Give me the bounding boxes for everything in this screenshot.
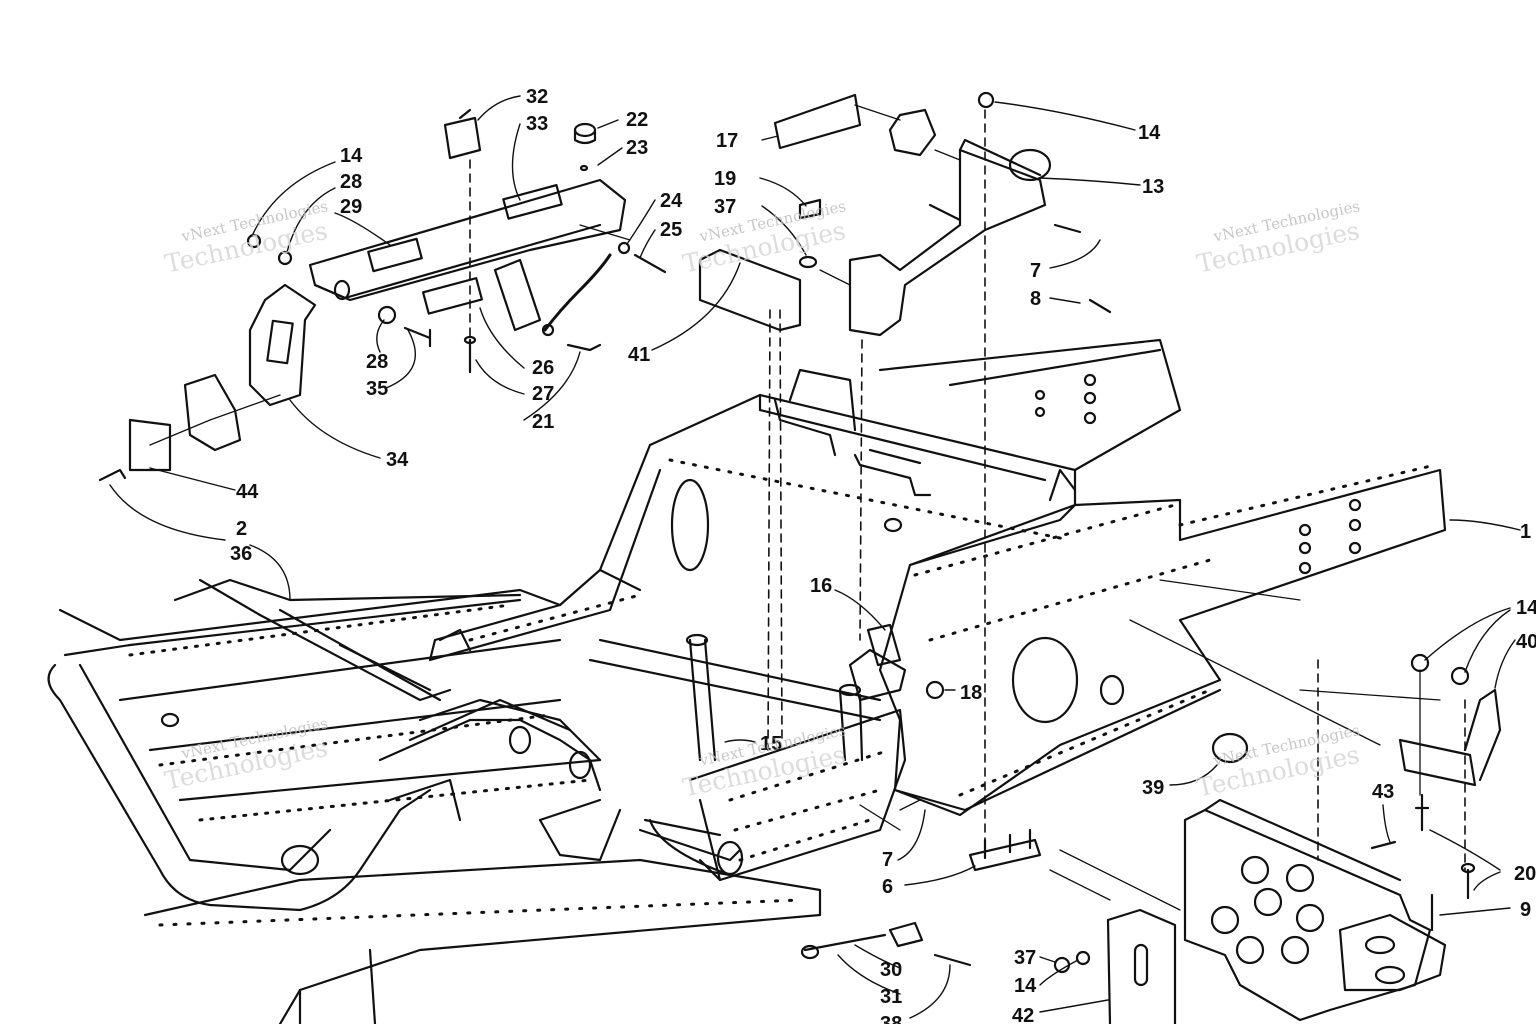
callout-42: 42 (1012, 1005, 1034, 1024)
callout-6: 6 (882, 876, 893, 898)
belly-pan-rivets (158, 898, 802, 927)
assembly-dashed-lines (469, 109, 1466, 871)
callout-37: 37 (714, 196, 736, 218)
callout-30: 30 (880, 959, 902, 981)
callout-35: 35 (366, 378, 388, 400)
foot-support-assembly (1053, 653, 1502, 1024)
bracket-16 (848, 623, 945, 702)
callout-33: 33 (526, 113, 548, 135)
callout-16: 16 (810, 575, 832, 597)
tube-lower (648, 818, 732, 877)
front-panel-dots (728, 748, 892, 862)
steering-support-assembly (698, 91, 1052, 337)
steering-post (438, 628, 882, 762)
callout-41: 41 (628, 344, 650, 366)
callout-15: 15 (760, 733, 782, 755)
frame-rivet-rows (468, 458, 1437, 797)
callout-39: 39 (1142, 777, 1164, 799)
callout-21: 21 (532, 411, 554, 433)
front-mount-bracket-34 (98, 283, 317, 482)
callout-23: 23 (626, 137, 648, 159)
callout-36: 36 (230, 543, 252, 565)
bottom-fasteners (800, 828, 1042, 967)
callout-32: 32 (526, 86, 548, 108)
callout-40: 40 (1516, 631, 1536, 653)
callout-17: 17 (716, 130, 738, 152)
callout-7: 7 (882, 849, 893, 871)
callout-24: 24 (660, 190, 683, 212)
assembly-solid-lines (579, 104, 1441, 911)
callout-25: 25 (660, 219, 682, 241)
callout-8: 8 (1030, 288, 1041, 310)
callout-14: 14 (340, 145, 363, 167)
callout-7: 7 (1030, 260, 1041, 282)
callout-44: 44 (236, 481, 259, 503)
belly-pan (143, 858, 822, 1024)
callout-34: 34 (386, 449, 409, 471)
callout-29: 29 (340, 196, 362, 218)
callout-43: 43 (1372, 781, 1394, 803)
callout-9: 9 (1520, 899, 1531, 921)
callout-31: 31 (880, 986, 902, 1008)
callout-20: 20 (1514, 863, 1536, 885)
callout-26: 26 (532, 357, 554, 379)
callout-18: 18 (960, 682, 982, 704)
frame-handle-brackets (773, 368, 932, 533)
callout-27: 27 (532, 383, 554, 405)
upper-support-assembly (246, 108, 667, 374)
fastener-pins (1053, 223, 1112, 314)
callout-leader-lines (109, 95, 1521, 1019)
callout-19: 19 (714, 168, 736, 190)
bulkhead-rivet-rows (128, 603, 592, 822)
callout-37: 37 (1014, 947, 1036, 969)
leader-line-34 (149, 394, 281, 446)
callout-14: 14 (1014, 975, 1037, 997)
front-bulkhead-assembly (47, 578, 622, 912)
callout-28: 28 (366, 351, 388, 373)
callout-labels: 32 33 22 23 14 28 29 24 25 28 35 26 27 2… (230, 86, 1536, 1024)
front-panel (688, 708, 907, 882)
callout-14: 14 (1138, 122, 1161, 144)
callout-14: 14 (1516, 597, 1536, 619)
callout-22: 22 (626, 109, 648, 131)
callout-1: 1 (1520, 521, 1531, 543)
callout-28: 28 (340, 171, 362, 193)
tube-part (638, 818, 742, 862)
callout-13: 13 (1142, 176, 1164, 198)
callout-2: 2 (236, 518, 247, 540)
callout-38: 38 (880, 1013, 902, 1024)
